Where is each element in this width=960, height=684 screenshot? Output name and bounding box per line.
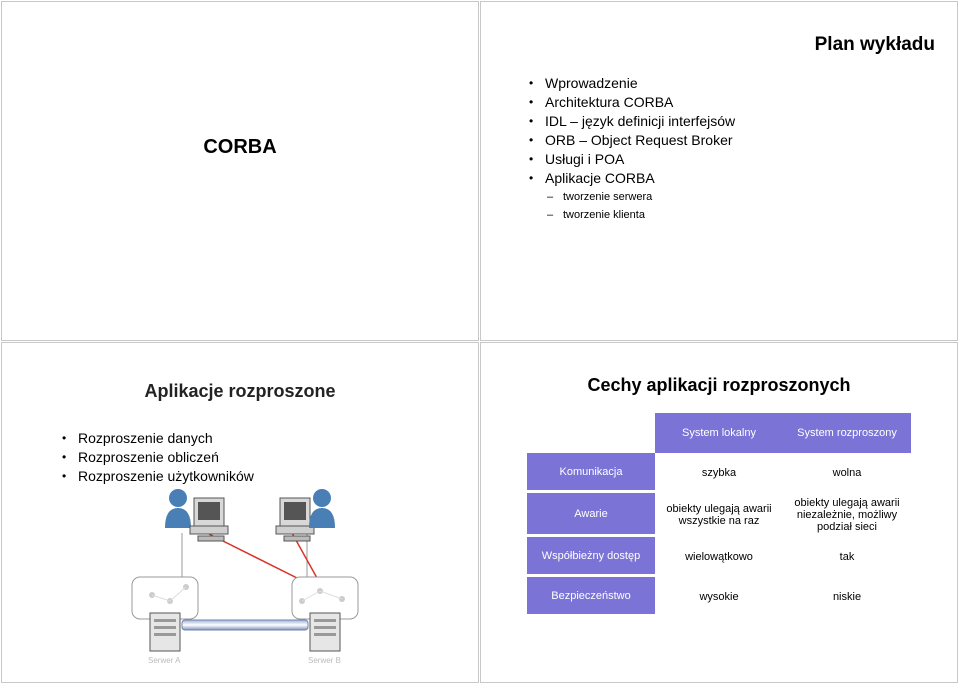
slide-distributed-features: Cechy aplikacji rozproszonych System lok… [480,342,958,683]
computer-icon [189,497,229,542]
slide-distributed-apps: Aplikacje rozproszone •Rozproszenie dany… [1,342,479,683]
table-cell: obiekty ulegają awarii niezależnie, możl… [794,497,900,533]
table-cell: obiekty ulegają awarii wszystkie na raz [666,503,772,527]
bullet-list: •Rozproszenie danych •Rozproszenie oblic… [60,429,254,486]
server-label: Serwer B [308,656,341,665]
list-item: •Usługi i POA [529,151,625,167]
table-cell: wysokie [699,591,739,603]
table-cell: wielowątkowo [685,551,753,563]
table-row: Współbieżny dostęp wielowątkowo tak [527,537,911,577]
list-item: •Rozproszenie użytkowników [62,468,254,484]
table-cell: tak [839,551,855,563]
table-cell: wolna [832,467,862,479]
slide-title: Aplikacje rozproszone [144,381,336,401]
user-icon [309,489,335,528]
table-row: Komunikacja szybka wolna [527,453,911,493]
row-header: Komunikacja [527,453,655,493]
comparison-table: System lokalny System rozproszony Komuni… [527,413,911,617]
server-icon [309,612,341,652]
table-cell: szybka [701,467,737,479]
row-header: Bezpieczeństwo [527,577,655,617]
sub-list: –tworzenie serwera –tworzenie klienta [547,188,652,224]
slide-title: Cechy aplikacji rozproszonych [587,375,851,395]
slide-corba: CORBA [1,1,479,341]
network-box [131,576,199,620]
bullet-list: •Wprowadzenie •Architektura CORBA •IDL –… [527,74,735,188]
network-pipe [181,619,309,631]
table-row: Awarie obiekty ulegają awarii wszystkie … [527,493,911,537]
list-item: •Aplikacje CORBA [529,170,655,186]
table-row: Bezpieczeństwo wysokie niskie [527,577,911,617]
table-header-row: System lokalny System rozproszony [527,413,911,453]
user-icon [165,489,191,528]
sub-list-item: –tworzenie serwera [547,191,653,203]
server-label: Serwer A [148,656,181,665]
list-item: •Rozproszenie danych [62,430,213,446]
list-item: •IDL – język definicji interfejsów [529,113,736,129]
slide-title: Plan wykładu [814,34,935,55]
table-header-cell: System rozproszony [783,413,911,453]
slide-title: CORBA [203,136,277,158]
row-header: Awarie [527,493,655,537]
network-diagram: Serwer A Serwer B [131,489,359,665]
slide-plan: Plan wykładu •Wprowadzenie •Architektura… [480,1,958,341]
table-header-cell: System lokalny [655,413,783,453]
table-cell: niskie [832,591,862,603]
list-item: •ORB – Object Request Broker [529,132,733,148]
list-item: •Rozproszenie obliczeń [62,449,219,465]
sub-list-item: –tworzenie klienta [547,209,645,221]
computer-icon [275,497,315,542]
row-header: Współbieżny dostęp [527,537,655,577]
list-item: •Architektura CORBA [529,94,674,110]
network-box [291,576,359,620]
list-item: •Wprowadzenie [529,75,638,91]
table-corner [527,413,655,453]
server-icon [149,612,181,652]
